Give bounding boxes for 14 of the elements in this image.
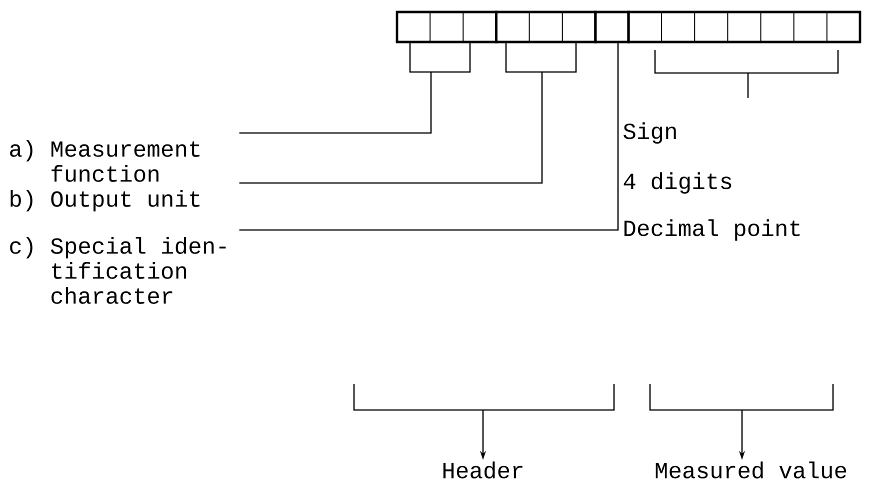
cell-group: [396, 10, 498, 44]
field-label: 4 digits: [624, 172, 732, 194]
field-label: Sign: [624, 122, 676, 144]
cell-group: [495, 10, 597, 44]
group-label: Measured value: [656, 462, 846, 478]
group-label: Header: [443, 462, 522, 478]
field-label: Decimal point: [624, 219, 800, 241]
item-label: b) Output unit: [10, 190, 200, 212]
item-label: c) Special iden- tification character: [10, 237, 226, 304]
leader-line: [238, 42, 577, 184]
leader-line: [238, 42, 471, 134]
cell-group: [627, 10, 862, 44]
leader-line: [239, 43, 619, 231]
cell-group: [594, 10, 630, 44]
